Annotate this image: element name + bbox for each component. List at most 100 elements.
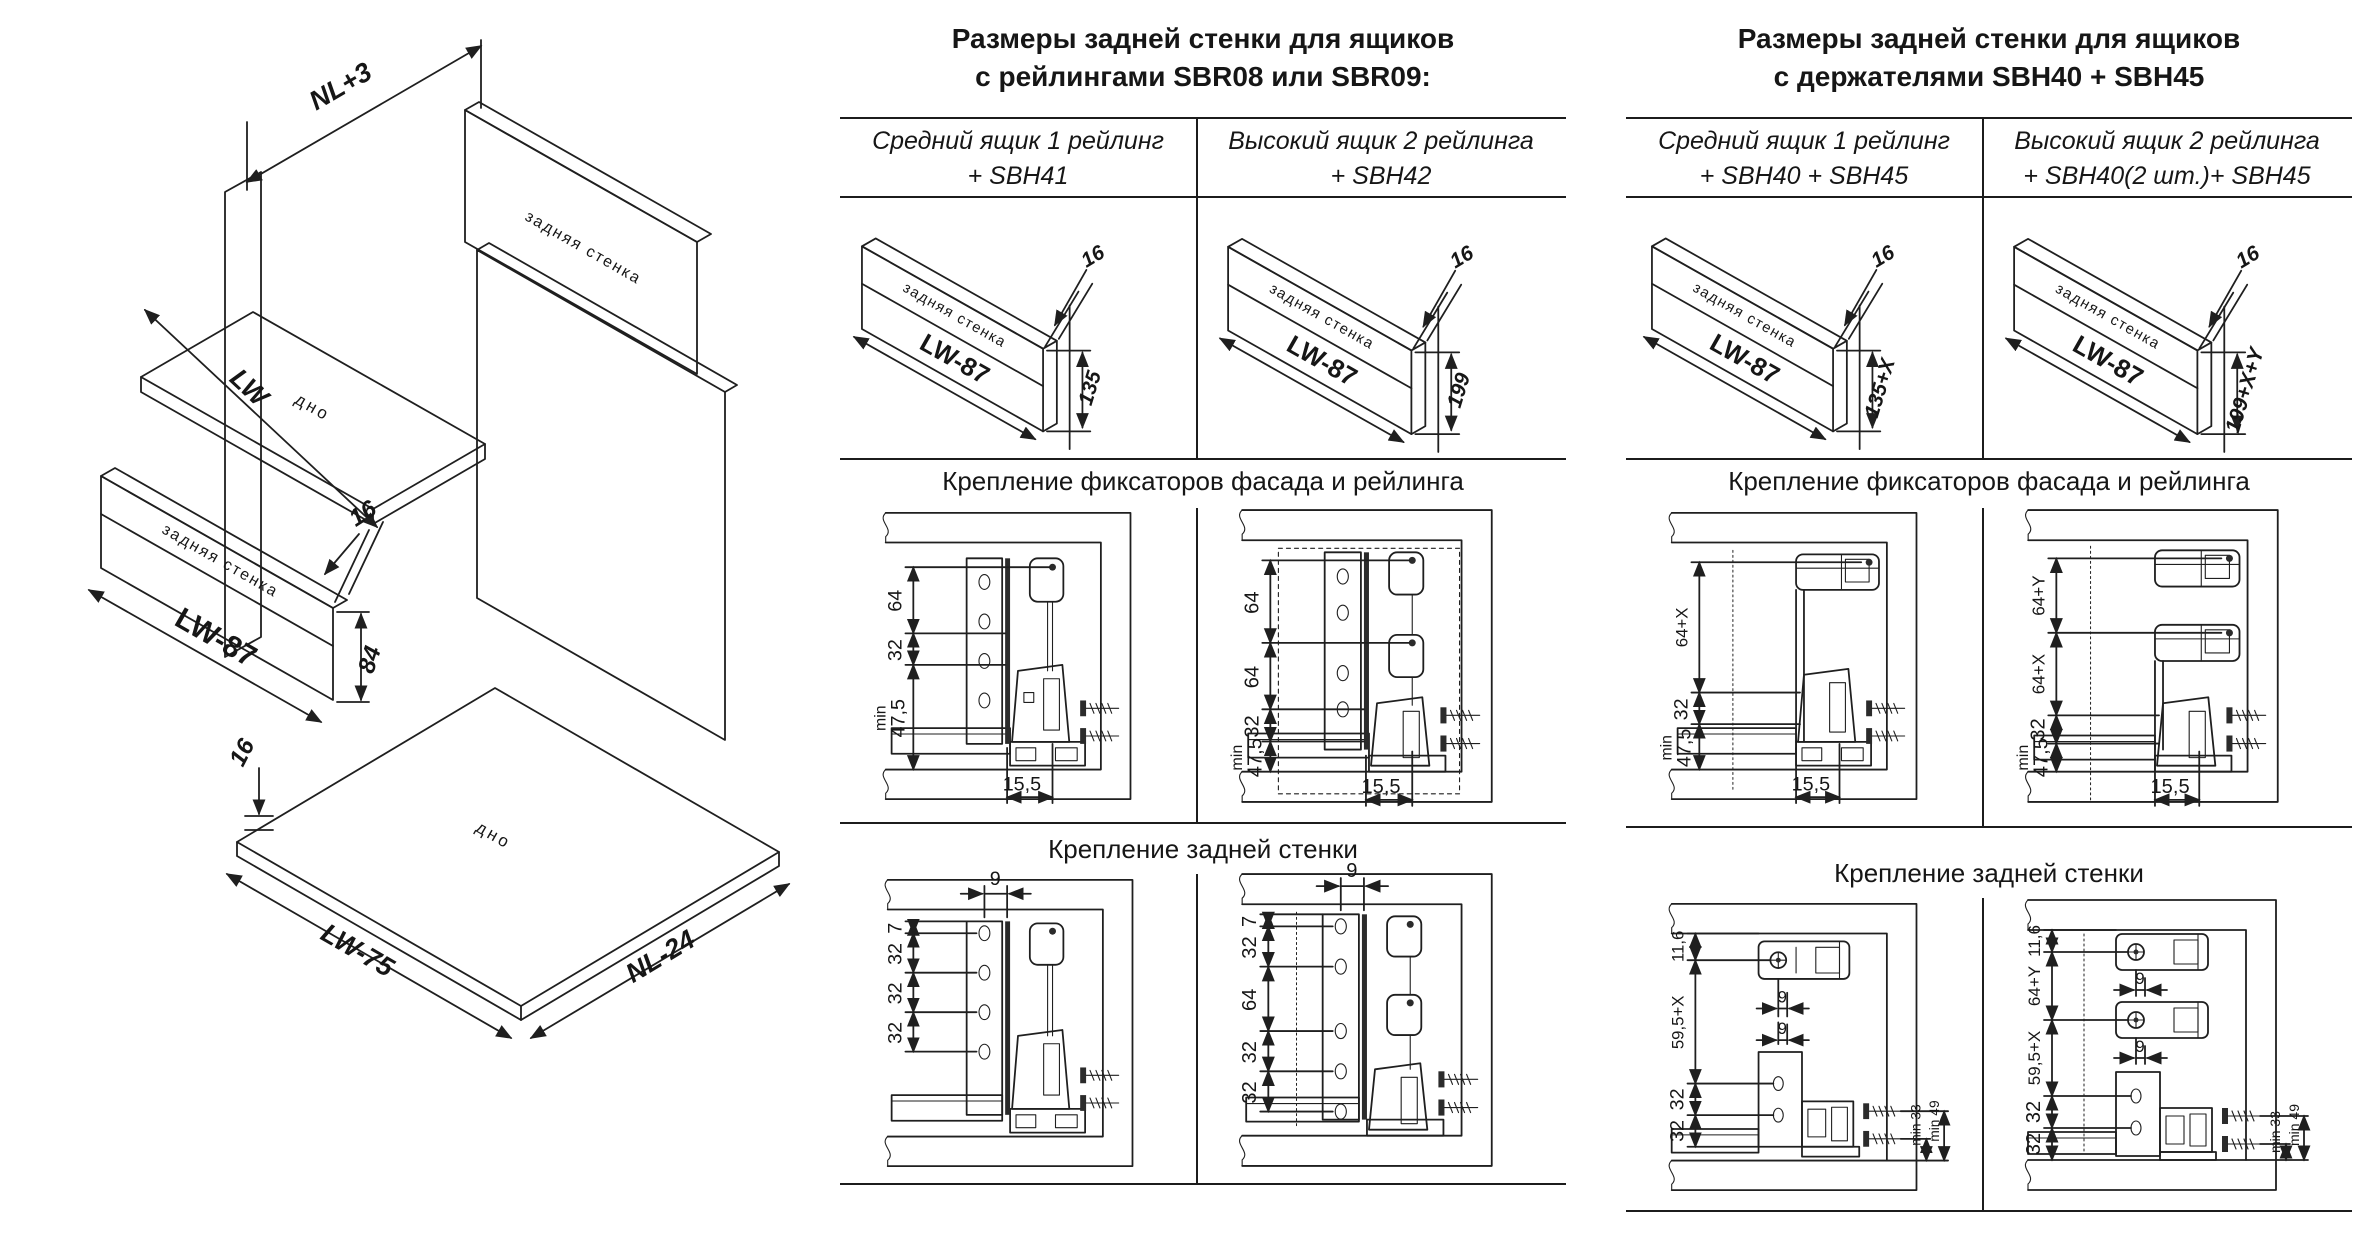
dim-label: 15,5 — [1361, 776, 1400, 798]
holder-pin — [2225, 629, 2233, 637]
cabinet-profile — [1239, 873, 1493, 1167]
back-wall-label-2: задняя стенка — [159, 521, 281, 601]
fixator-section-diagram: 64+X 32 min 47,5 15,5 — [1659, 512, 1918, 805]
panel-label: задняя стенка — [1690, 280, 1799, 351]
dim-label-min49: min 49 — [1926, 1100, 1942, 1142]
dim-label-min: min — [873, 706, 890, 731]
isometric-drawer-drawing: NL+3 задняя стенка дно LW задняя стенка … — [87, 39, 791, 1039]
rule — [1626, 1210, 2352, 1212]
dim-label: 15,5 — [1792, 773, 1830, 795]
column-divider — [1196, 874, 1198, 1183]
dimension-lines — [904, 884, 1032, 1054]
panel-dimensions — [1218, 269, 1463, 453]
back-wall-panel-diagram: задняя стенка LW-87 16 199 — [1218, 237, 1478, 453]
screws — [1080, 1067, 1120, 1111]
holder-pin — [2225, 554, 2233, 562]
header-text: + SBH40(2 шт.)+ SBH45 — [2023, 162, 2311, 190]
header-text: + SBH41 — [967, 162, 1069, 190]
drawer-parts — [1676, 553, 1880, 767]
rear-wall-section-diagram: 9 7 32 32 32 — [885, 868, 1134, 1168]
drawer-parts — [1247, 551, 1447, 773]
screws — [1080, 700, 1120, 744]
panel-outline — [1227, 237, 1427, 435]
header-text: Высокий ящик 2 рейлинга — [1228, 127, 1534, 155]
section-heading-rear-wall: Крепление задней стенки — [1834, 858, 2144, 888]
dim-label: 32 — [1667, 1088, 1689, 1110]
dim-label-nl24: NL-24 — [620, 924, 700, 988]
bottom-piece-outline — [236, 687, 780, 1021]
dim-label: 59,5+X — [2025, 1031, 2044, 1085]
panel-label: задняя стенка — [900, 280, 1009, 351]
header-text: + SBH42 — [1330, 162, 1432, 190]
dim-label: 9 — [1778, 988, 1787, 1007]
drawer-parts — [2033, 549, 2241, 773]
column-divider — [1982, 117, 1984, 458]
back-wall-label: задняя стенка — [522, 208, 644, 288]
dim-label: 32 — [1239, 1081, 1261, 1103]
dimension-lines — [1261, 558, 1414, 807]
dim-label: 15,5 — [1003, 773, 1041, 795]
dim-label: 9 — [1778, 1019, 1787, 1038]
back-wall-panel-diagram: задняя стенка LW-87 16 199+X+Y — [2004, 237, 2269, 453]
dim-label: 32 — [1239, 1041, 1261, 1063]
header-text: Средний ящик 1 рейлинг — [1658, 127, 1950, 155]
dim-label-min: min — [2014, 745, 2032, 771]
dim-label: 32 — [2027, 718, 2049, 740]
rail-pin — [1408, 639, 1416, 647]
dim-label-thickness: 16 — [1077, 240, 1109, 272]
dim-label: 9 — [1346, 860, 1357, 882]
rail-pin — [1406, 920, 1414, 928]
column-divider — [1982, 898, 1984, 1210]
dim-label: 47,5 — [2030, 738, 2052, 777]
drawer-parts — [890, 557, 1086, 767]
dim-label: 64+X — [1672, 608, 1691, 648]
dim-label-16b: 16 — [224, 734, 260, 771]
dim-label-height: 199 — [1443, 370, 1475, 410]
dim-label-thickness: 16 — [1867, 240, 1899, 272]
dim-label: 32 — [1239, 936, 1261, 958]
dim-label-lw75: LW-75 — [316, 918, 400, 984]
dim-label-lw: LW — [224, 363, 276, 414]
fixator-section-diagram: 64 64 32 min 47,5 15,5 — [1228, 509, 1493, 807]
cabinet-profile — [2025, 509, 2279, 803]
table-title-line2: с держателями SBH40 + SBH45 — [1773, 61, 2205, 92]
dim-label: 64+Y — [2025, 966, 2044, 1006]
cabinet-profile — [1668, 512, 1918, 801]
dim-label-84: 84 — [353, 643, 387, 677]
dim-label: 47,5 — [887, 699, 909, 737]
dim-label: 32 — [884, 639, 906, 661]
fixator-section-diagram: 64+Y 64+X 32 min 47,5 15,5 — [2014, 509, 2279, 807]
panel-dimensions — [1642, 269, 1884, 450]
dim-label-height: 199+X+Y — [2221, 343, 2269, 435]
table-title-line2: с рейлингами SBR08 или SBR09: — [975, 61, 1431, 92]
dim-label-thickness: 16 — [1446, 241, 1478, 273]
dim-label: 32 — [885, 1022, 907, 1044]
dimension-lines — [1686, 931, 1951, 1163]
screws — [2226, 707, 2267, 752]
dim-label: 11,6 — [1669, 931, 1688, 962]
holder-pin — [1775, 957, 1781, 963]
header-text: Средний ящик 1 рейлинг — [872, 127, 1164, 155]
table-holders-sbh: Размеры задней стенки для ящиков с держа… — [1626, 0, 2352, 1244]
column-header-tall-drawer: Высокий ящик 2 рейлинга + SBH42 — [1196, 124, 1566, 194]
dim-label: 47,5 — [1673, 729, 1695, 767]
cabinet-profile — [1668, 903, 1918, 1192]
dimension-lines — [1259, 877, 1389, 1114]
rule — [1626, 196, 2352, 198]
dim-label: 32 — [1241, 715, 1263, 737]
dimension-lines — [2043, 928, 2311, 1162]
back-wall-panel-diagram: задняя стенка LW-87 16 135+X — [1642, 237, 1900, 450]
dim-label-min: min — [1659, 735, 1676, 760]
holder-pin — [1865, 558, 1873, 566]
dim-label-min33: min 33 — [2267, 1111, 2283, 1153]
table-railings-sbr: Размеры задней стенки для ящиков с рейли… — [840, 0, 1566, 1244]
dimension-lines — [2047, 556, 2223, 807]
dim-label: 32 — [1670, 698, 1692, 720]
holder-pin — [2133, 1017, 2139, 1023]
back-wall-piece-outline — [100, 467, 348, 701]
dim-label-height: 135+X — [1860, 355, 1900, 421]
dim-label-min49: min 49 — [2286, 1104, 2302, 1146]
rear-wall-section-diagram: 9 9 11,6 64+Y 59,5+X 32 32 min 33 min 49 — [2023, 899, 2311, 1191]
screws — [1863, 1103, 1902, 1147]
rule — [1626, 117, 2352, 119]
